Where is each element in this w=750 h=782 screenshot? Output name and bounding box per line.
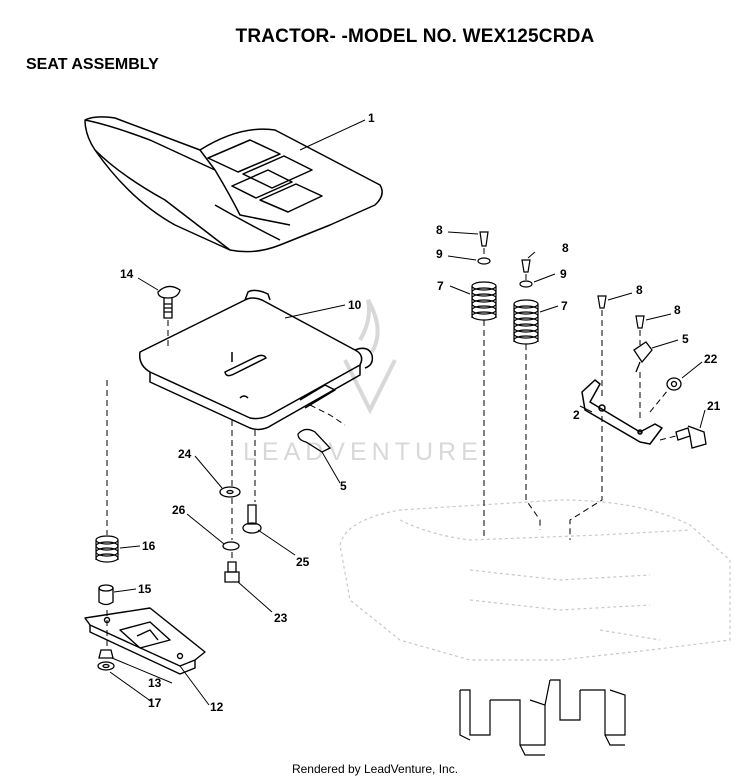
callout-8-a: 8 bbox=[436, 223, 443, 237]
watermark-logo bbox=[343, 299, 397, 415]
spring-7-right bbox=[513, 299, 539, 345]
tractor-frame-outline bbox=[339, 499, 731, 661]
callout-8-d: 8 bbox=[674, 303, 681, 317]
assembly-subtitle: SEAT ASSEMBLY bbox=[26, 56, 159, 73]
callout-5-b: 5 bbox=[340, 479, 347, 493]
callout-7-a: 7 bbox=[437, 279, 444, 293]
callout-7-b: 7 bbox=[561, 299, 568, 313]
watermark-text: LEADVENTURE bbox=[243, 438, 483, 466]
callout-8-b: 8 bbox=[562, 241, 569, 255]
spring-16 bbox=[95, 535, 119, 563]
spring-7-left bbox=[471, 281, 497, 321]
callout-26: 26 bbox=[172, 503, 186, 517]
lower-hardware bbox=[219, 486, 262, 583]
callout-21: 21 bbox=[707, 399, 721, 413]
callout-9-b: 9 bbox=[560, 267, 567, 281]
tractor-frame-rails bbox=[459, 679, 626, 756]
screws-and-washers bbox=[477, 231, 645, 329]
callout-13: 13 bbox=[148, 676, 162, 690]
callout-15: 15 bbox=[138, 582, 152, 596]
nut-22 bbox=[666, 377, 682, 391]
callout-25: 25 bbox=[296, 555, 310, 569]
callout-14: 14 bbox=[120, 267, 134, 281]
seat-pan bbox=[138, 289, 374, 431]
callout-23: 23 bbox=[274, 611, 288, 625]
callout-labels: 1 10 14 8 9 7 8 9 7 8 8 5 22 2 21 5 24 2… bbox=[120, 111, 721, 714]
spring-clip-5-upper bbox=[633, 341, 653, 373]
callout-16: 16 bbox=[142, 539, 156, 553]
spacer-15 bbox=[98, 584, 114, 606]
callout-17: 17 bbox=[148, 696, 162, 710]
seat-bracket-2 bbox=[581, 379, 663, 445]
callout-10: 10 bbox=[348, 298, 362, 312]
nut-13-washer-17 bbox=[97, 649, 115, 671]
leader-lines bbox=[109, 119, 706, 706]
callout-12: 12 bbox=[210, 700, 224, 714]
callout-1: 1 bbox=[368, 111, 375, 125]
spring-clip-5-lower bbox=[297, 428, 332, 453]
callout-5-a: 5 bbox=[682, 332, 689, 346]
adjustment-plate-12 bbox=[84, 607, 206, 675]
callout-22: 22 bbox=[704, 352, 718, 366]
callout-9-a: 9 bbox=[436, 247, 443, 261]
callout-8-c: 8 bbox=[636, 283, 643, 297]
assembly-lines bbox=[106, 248, 677, 648]
diagram-title: TRACTOR- -MODEL NO. WEX125CRDA bbox=[235, 26, 595, 47]
carriage-bolt-14 bbox=[157, 285, 181, 319]
shoulder-bolt-21 bbox=[675, 425, 707, 449]
seat bbox=[84, 116, 383, 253]
callout-2: 2 bbox=[573, 408, 580, 422]
callout-24: 24 bbox=[178, 447, 192, 461]
footer-credit: Rendered by LeadVenture, Inc. bbox=[291, 762, 459, 776]
